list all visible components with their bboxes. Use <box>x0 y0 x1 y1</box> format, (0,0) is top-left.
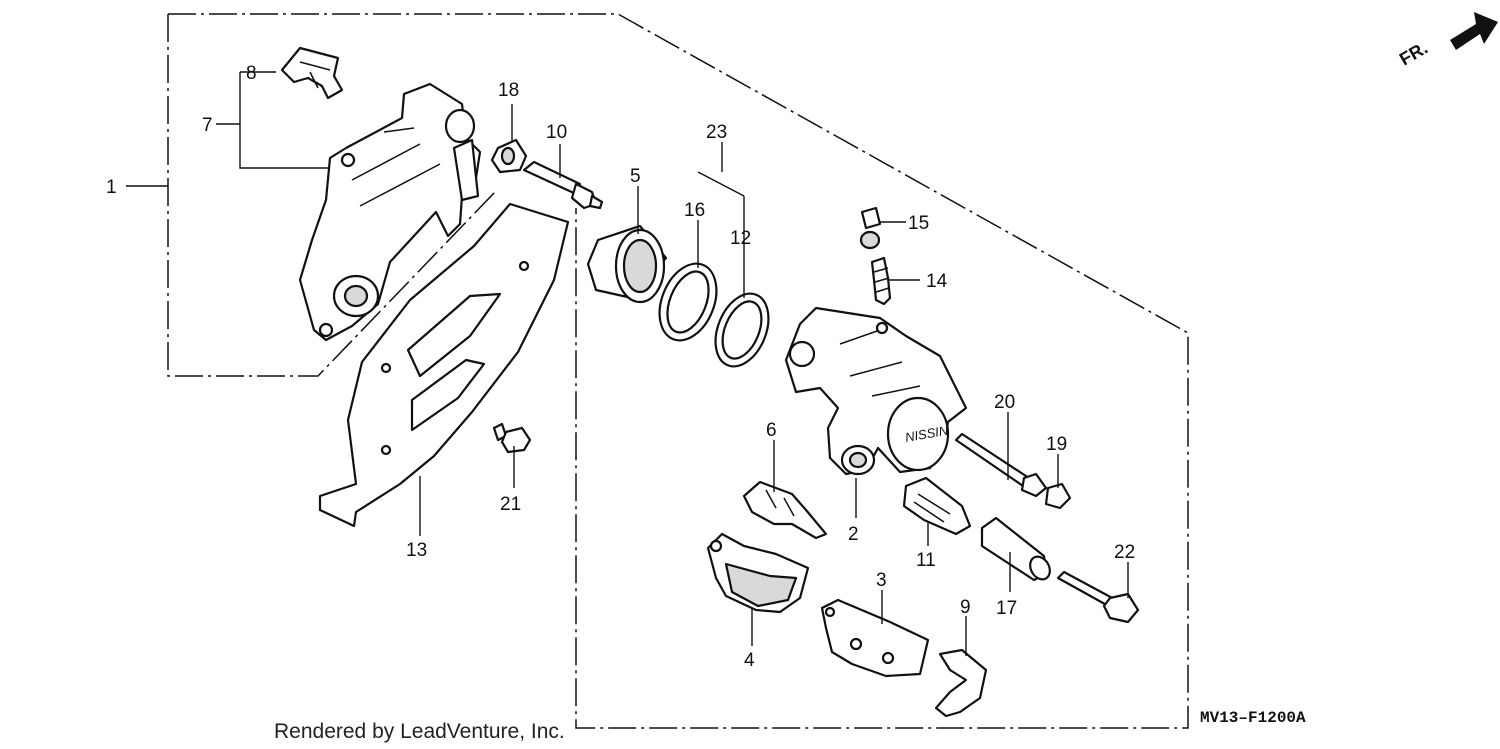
pad-spring-clip-part <box>280 46 344 100</box>
caliper-bracket-part <box>298 82 482 342</box>
callout-2: 2 <box>848 524 859 545</box>
callout-9: 9 <box>960 597 971 618</box>
callout-19: 19 <box>1046 434 1067 455</box>
pad-pin-part <box>954 432 1048 498</box>
callout-8: 8 <box>246 63 257 84</box>
callout-4: 4 <box>744 650 755 671</box>
bleeder-valve-part <box>870 256 892 306</box>
callout-6: 6 <box>766 420 777 441</box>
callout-1: 1 <box>106 177 117 198</box>
callout-20: 20 <box>994 392 1015 413</box>
caliper-bolt-part <box>1056 570 1140 624</box>
assembly-boundary-1 <box>167 13 1189 729</box>
callout-10: 10 <box>546 122 567 143</box>
direction-label: FR. <box>1396 38 1431 70</box>
callout-13: 13 <box>406 540 427 561</box>
diagram-code: MV13–F1200A <box>1200 709 1306 727</box>
brake-pad-2-part <box>820 598 930 678</box>
render-credit: Rendered by LeadVenture, Inc. <box>274 720 565 743</box>
front-direction-arrow-icon: FR. <box>1396 12 1498 69</box>
pad-retainer-part <box>742 480 828 540</box>
slide-pin-part <box>522 160 604 210</box>
callout-11: 11 <box>916 550 936 571</box>
callout-14: 14 <box>926 271 948 292</box>
callout-23: 23 <box>706 122 727 143</box>
callout-5: 5 <box>630 166 641 187</box>
piston-seal-part <box>714 292 770 368</box>
callout-17: 17 <box>996 598 1017 619</box>
bleeder-cap-part <box>490 138 528 174</box>
callout-labels: 1 2 3 4 5 6 7 8 9 10 11 12 13 14 15 16 1… <box>106 63 1135 671</box>
piston-part <box>586 224 668 304</box>
callout-12: 12 <box>730 228 751 249</box>
plug-part <box>1044 482 1072 510</box>
callout-18: 18 <box>498 80 519 101</box>
dust-seal-part <box>658 262 718 342</box>
pad-shim-part <box>934 648 988 718</box>
boot-part <box>980 516 1051 582</box>
sleeve-part <box>902 476 972 536</box>
brake-pad-part <box>706 532 810 614</box>
callout-15: 15 <box>908 213 929 234</box>
callout-22: 22 <box>1114 542 1135 563</box>
caliper-body-part: NISSIN <box>784 306 968 476</box>
guard-bolt-part <box>492 422 532 454</box>
callout-21: 21 <box>500 494 521 515</box>
leader-lines <box>126 71 1129 656</box>
callout-16: 16 <box>684 200 705 221</box>
disc-guard-plate-part <box>318 202 570 528</box>
callout-3: 3 <box>876 570 887 591</box>
bleeder-cap-small-part <box>859 206 882 250</box>
callout-7: 7 <box>202 115 213 136</box>
